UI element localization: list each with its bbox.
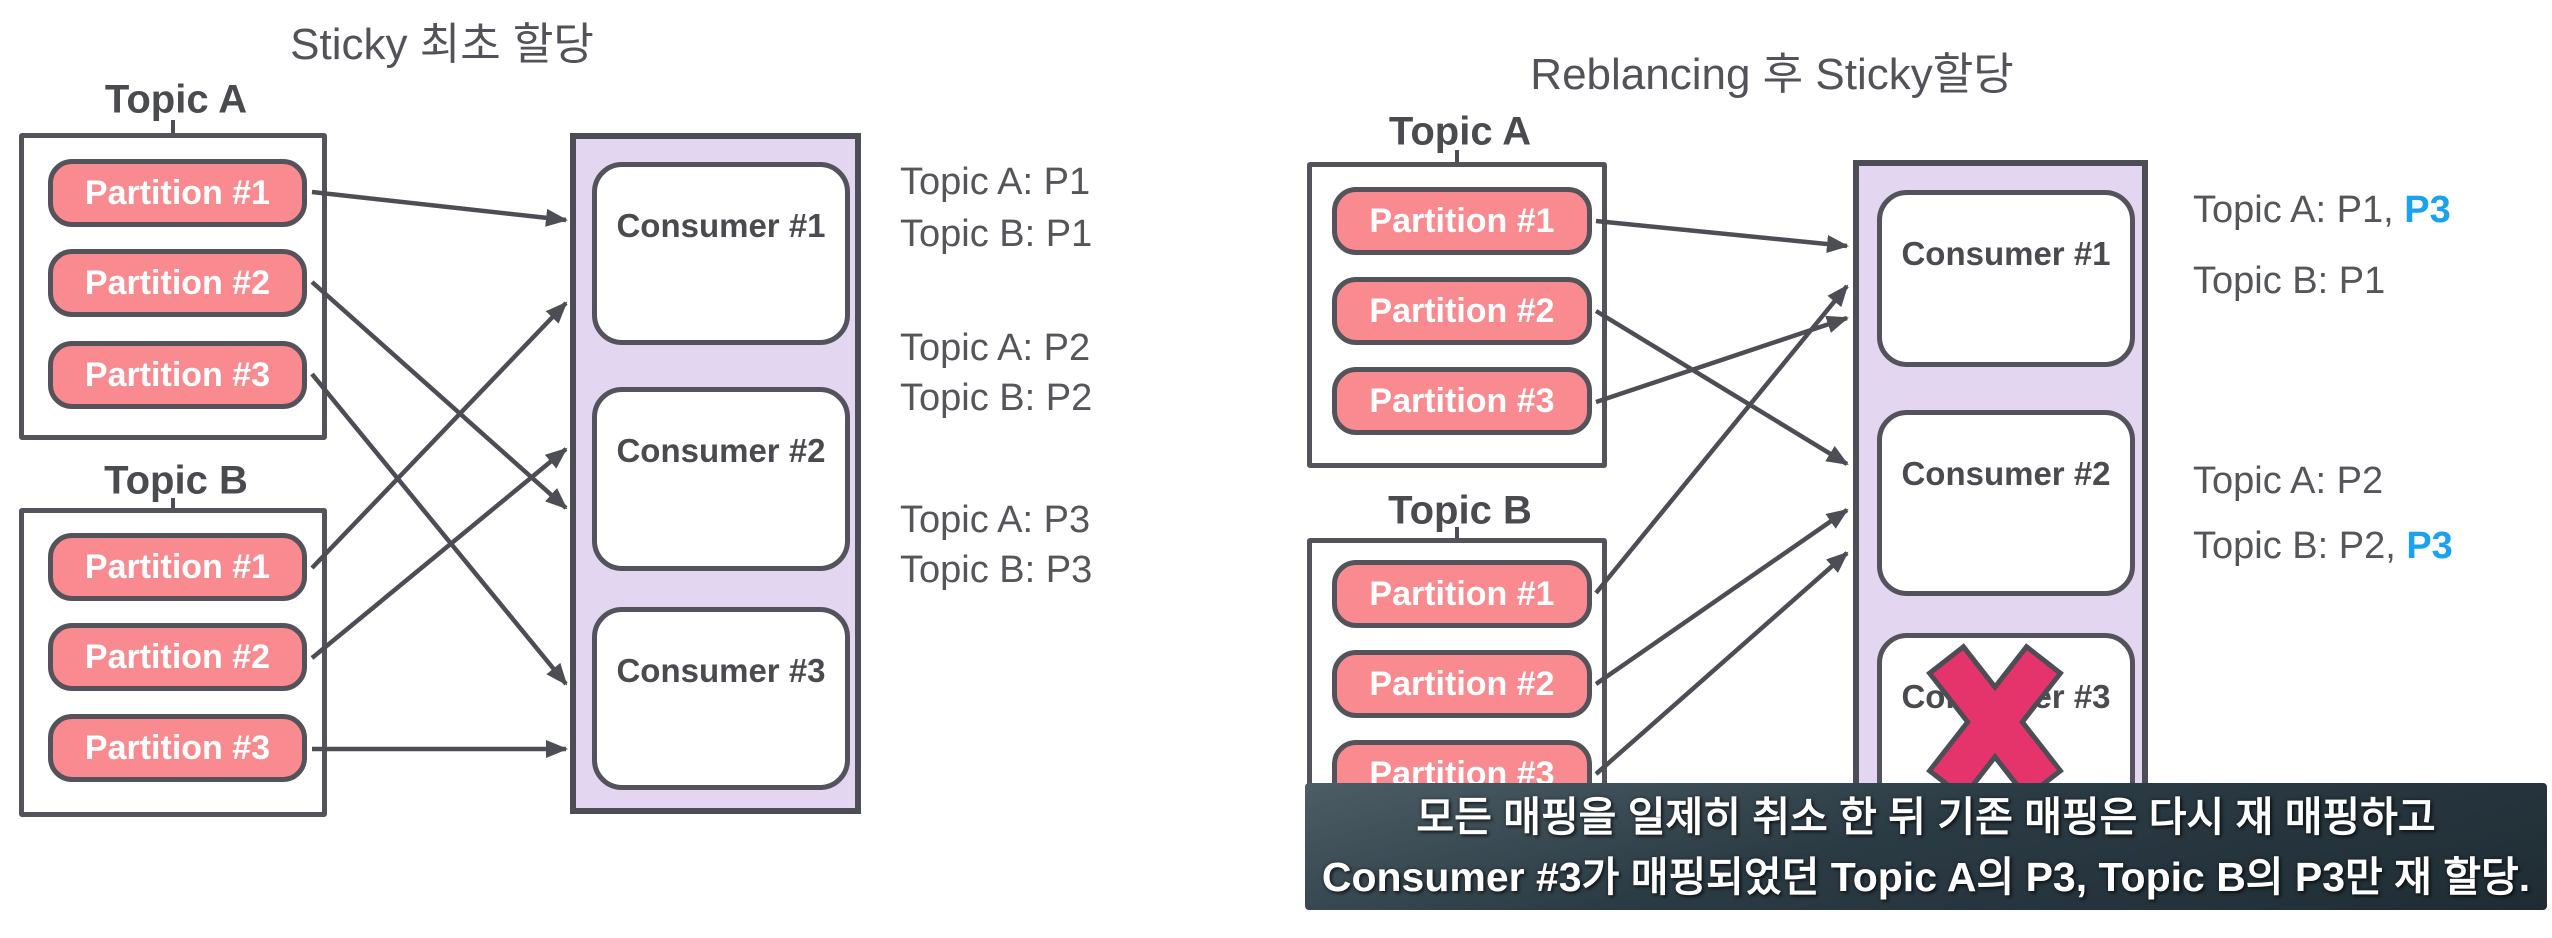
left-topic-a-partition-1: Partition #1 [48,159,307,227]
right-consumer-2: Consumer #2 [1877,410,2135,596]
crash-x-icon [1926,643,2064,801]
left-assignment-c1-topic-b: Topic B: P1 [900,213,1093,255]
left-assignment-c2-topic-a: Topic A: P2 [900,327,1091,369]
reassigned-p3-highlight: P3 [2404,189,2451,231]
caption-line-1: 모든 매핑을 일제히 취소 한 뒤 기존 매핑은 다시 재 매핑하고 [1416,793,2436,840]
arrow-right-a2-c2 [1594,309,1849,466]
left-consumer-1: Consumer #1 [592,162,850,345]
caption-line-2: Consumer #3가 매핑되었던 Topic A의 P3, Topic B의… [1321,853,2531,900]
right-topic-a-connector [1455,150,1459,164]
left-consumer-2: Consumer #2 [592,387,850,571]
left-topic-a-partition-3: Partition #3 [48,341,307,409]
left-topic-b-partition-2: Partition #2 [48,623,307,691]
arrow-left-a3-c3 [310,372,568,686]
left-topic-a-label: Topic A [104,77,248,122]
right-assignment-c2-topic-a: Topic A: P2 [2193,460,2384,502]
right-diagram-title: Reblancing 후 Sticky할당 [1530,50,2014,99]
right-topic-b-partition-2: Partition #2 [1332,650,1592,718]
right-topic-b-label: Topic B [1388,488,1532,533]
left-topic-a-connector [171,120,175,134]
arrow-right-b1-c1 [1594,284,1849,595]
arrow-left-b1-c1 [310,301,568,570]
left-consumer-2-label: Consumer #2 [616,432,826,469]
left-topic-b-label: Topic B [104,458,248,503]
left-consumer-3-label: Consumer #3 [616,652,826,689]
right-topic-a-partition-2: Partition #2 [1332,277,1592,345]
right-topic-b-partition-1: Partition #1 [1332,560,1592,628]
arrow-left-a2-c2 [310,280,568,510]
arrow-left-b2-c2 [310,447,568,660]
arrow-right-b2-c2 [1594,508,1849,686]
left-assignment-c3-topic-a: Topic A: P3 [900,499,1091,541]
left-assignment-c1-topic-a: Topic A: P1 [900,161,1091,203]
left-diagram-title: Sticky 최초 할당 [290,20,594,69]
reassigned-p3-highlight: P3 [2406,525,2453,567]
arrow-right-a3-c1 [1595,315,1849,405]
caption-bar: 모든 매핑을 일제히 취소 한 뒤 기존 매핑은 다시 재 매핑하고 Consu… [1305,783,2547,910]
arrow-right-a1-c1 [1595,218,1849,253]
left-consumer-1-label: Consumer #1 [616,207,826,244]
right-topic-a-partition-1: Partition #1 [1332,187,1592,255]
arrow-right-b3-c2 [1594,551,1849,776]
left-assignment-c3-topic-b: Topic B: P3 [900,549,1093,591]
right-consumer-2-label: Consumer #2 [1901,455,2111,492]
left-consumer-3: Consumer #3 [592,607,850,790]
right-topic-a-partition-3: Partition #3 [1332,367,1592,435]
right-topic-b-connector [1455,527,1459,540]
right-assignment-c2-topic-b: Topic B: P2, P3 [2193,525,2453,567]
right-assignment-c1-topic-a: Topic A: P1, P3 [2193,189,2451,231]
left-assignment-c2-topic-b: Topic B: P2 [900,377,1093,419]
right-topic-a-label: Topic A [1388,109,1532,154]
right-assignment-arrows [1594,218,1849,776]
right-assignment-c1-topic-b: Topic B: P1 [2193,260,2386,302]
left-topic-b-partition-3: Partition #3 [48,714,307,782]
left-topic-b-connector [171,498,175,510]
left-topic-b-partition-1: Partition #1 [48,533,307,601]
arrow-left-a1-c1 [311,189,568,227]
right-consumer-1: Consumer #1 [1877,190,2135,367]
right-consumer-1-label: Consumer #1 [1901,235,2111,272]
left-topic-a-partition-2: Partition #2 [48,249,307,317]
left-assignment-arrows [310,189,568,758]
